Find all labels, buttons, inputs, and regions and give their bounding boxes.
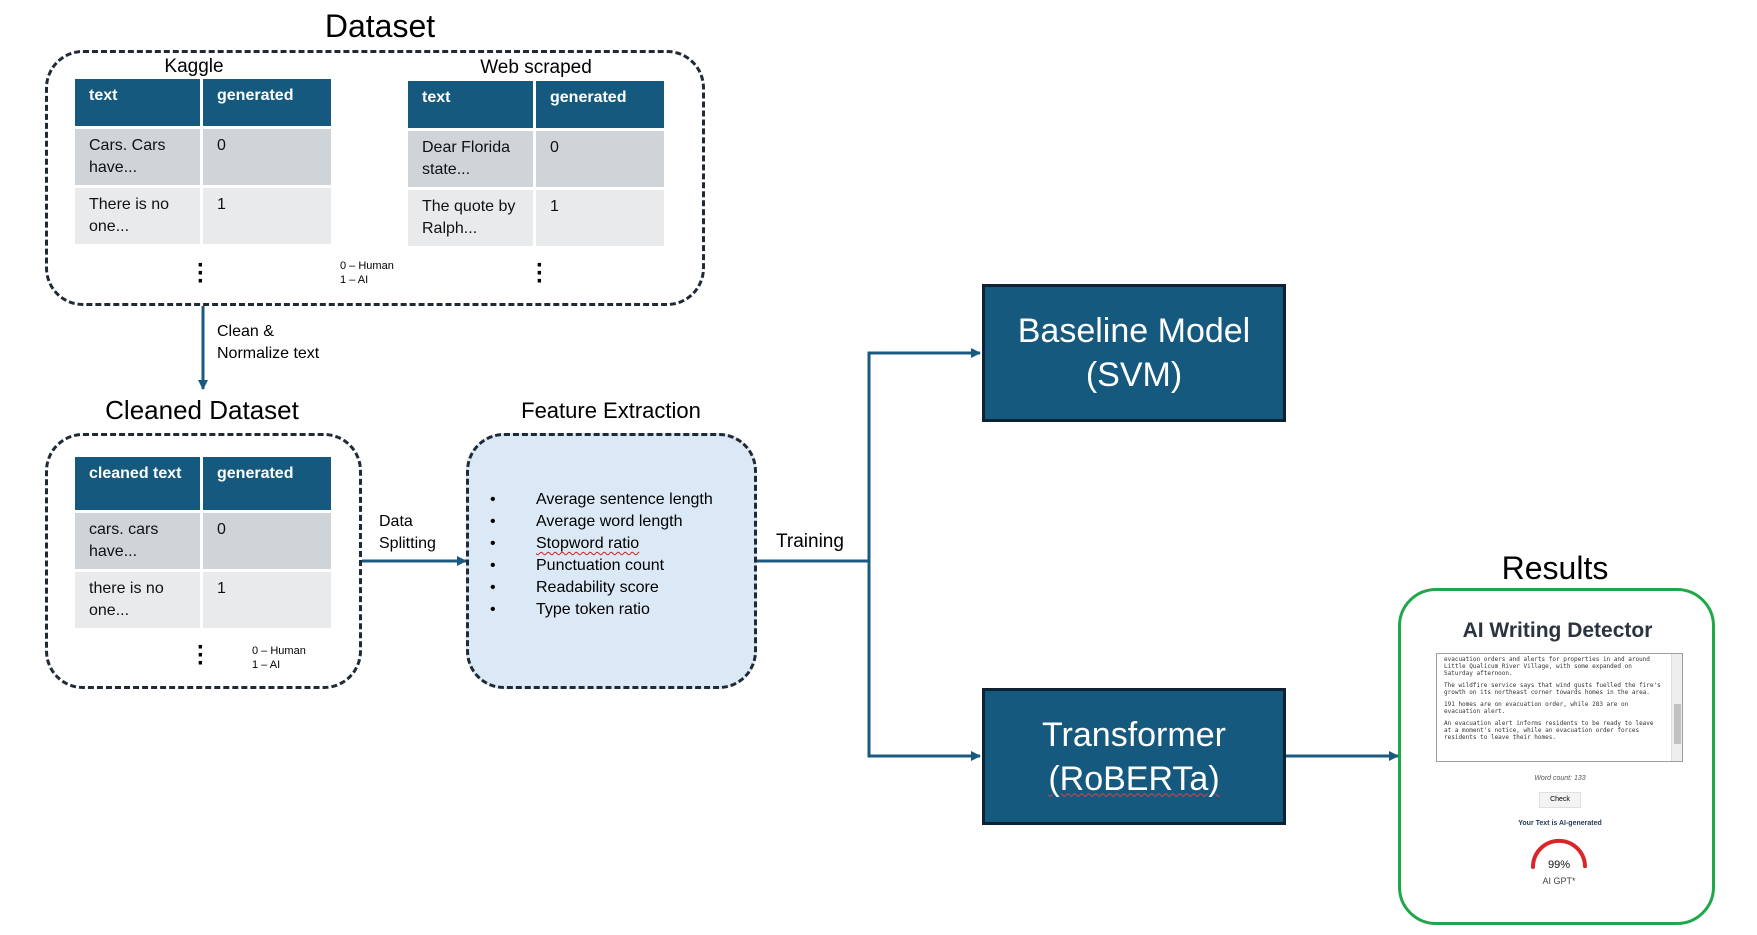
legend-ai: 1 – AI	[340, 274, 369, 286]
cleaned-cell-text: cars. cars have...	[72, 510, 203, 572]
web-ellipsis: ···	[536, 252, 544, 295]
table-row: Dear Florida state... 0	[405, 128, 667, 190]
cleaned-cell-text: there is no one...	[72, 569, 203, 631]
legend-ai: 1 – AI	[252, 659, 281, 671]
kaggle-cell-text: Cars. Cars have...	[72, 126, 203, 188]
split-step-label: Data Splitting	[379, 513, 436, 552]
clean-step-label: Clean & Normalize text	[217, 323, 320, 362]
legend-human: 0 – Human	[340, 260, 394, 272]
arrow-to-transformer	[867, 561, 981, 761]
cleaned-box	[45, 433, 362, 689]
transformer-line1: Transformer	[1042, 715, 1226, 754]
detector-text-input[interactable]: evacuation orders and alerts for propert…	[1436, 653, 1683, 762]
kaggle-table: text generated Cars. Cars have... 0 Ther…	[72, 76, 334, 247]
textarea-scrollbar[interactable]	[1671, 654, 1682, 761]
feature-item: Punctuation count	[490, 555, 713, 577]
features-title: Feature Extraction	[521, 398, 701, 423]
cleaned-cell-generated: 0	[200, 510, 334, 572]
dataset-legend: 0 – Human 1 – AI	[340, 259, 394, 287]
kaggle-label: Kaggle	[164, 56, 224, 77]
detector-paragraph: evacuation orders and alerts for propert…	[1444, 656, 1650, 677]
baseline-line2: (SVM)	[1085, 356, 1183, 394]
textarea-scroll-thumb[interactable]	[1674, 704, 1681, 744]
kaggle-cell-generated: 0	[200, 126, 334, 188]
web-cell-text: The quote by Ralph...	[405, 187, 536, 249]
baseline-line1: Baseline Model	[1017, 312, 1251, 350]
detector-app-title: AI Writing Detector	[1462, 619, 1653, 642]
detector-paragraph: The wildfire service says that wind gust…	[1444, 682, 1661, 696]
detector-paragraph: An evacuation alert informs residents to…	[1444, 720, 1654, 741]
kaggle-header-generated: generated	[200, 76, 334, 129]
legend-human: 0 – Human	[252, 645, 306, 657]
verdict-text: Your Text is AI-generated	[1518, 820, 1602, 827]
table-row: cars. cars have... 0	[72, 510, 334, 572]
feature-item: Stopword ratio	[490, 533, 713, 555]
cleaned-cell-generated: 1	[200, 569, 334, 631]
feature-item: Average word length	[490, 511, 713, 533]
feature-item: Type token ratio	[490, 599, 713, 621]
feature-item: Average sentence length	[490, 489, 713, 511]
web-label: Web scraped	[480, 57, 592, 78]
kaggle-cell-text: There is no one...	[72, 185, 203, 247]
web-header-text: text	[405, 78, 536, 131]
cleaned-table: cleaned text generated cars. cars have..…	[72, 454, 334, 631]
dataset-box	[45, 50, 705, 306]
transformer-line2: (RoBERTa)	[1048, 759, 1220, 798]
web-cell-generated: 1	[533, 187, 667, 249]
cleaned-header-generated: generated	[200, 454, 334, 513]
table-row: The quote by Ralph... 1	[405, 187, 667, 249]
cleaned-ellipsis: ···	[197, 634, 205, 677]
feature-item: Readability score	[490, 577, 713, 599]
web-header-generated: generated	[533, 78, 667, 131]
transformer-model-box: Transformer (RoBERTa)	[982, 688, 1286, 825]
word-count: Word count: 133	[1534, 775, 1586, 782]
kaggle-header-text: text	[72, 76, 203, 129]
cleaned-header-text: cleaned text	[72, 454, 203, 513]
table-row: There is no one... 1	[72, 185, 334, 247]
confidence-percent: 99%	[1547, 859, 1571, 871]
web-table: text generated Dear Florida state... 0 T…	[405, 78, 667, 249]
baseline-model-box: Baseline Model (SVM)	[982, 284, 1286, 422]
table-row: there is no one... 1	[72, 569, 334, 631]
web-cell-text: Dear Florida state...	[405, 128, 536, 190]
cleaned-legend: 0 – Human 1 – AI	[252, 644, 306, 672]
cleaned-title: Cleaned Dataset	[105, 395, 299, 425]
detector-paragraph: 191 homes are on evacuation order, while…	[1444, 701, 1629, 715]
kaggle-cell-generated: 1	[200, 185, 334, 247]
features-list: Average sentence length Average word len…	[490, 489, 713, 621]
check-button[interactable]: Check	[1539, 792, 1581, 808]
training-step-label: Training	[776, 531, 844, 552]
detector-model-label: AI GPT*	[1542, 876, 1576, 886]
dataset-title: Dataset	[324, 8, 436, 44]
arrow-to-baseline	[867, 348, 981, 561]
results-title: Results	[1501, 550, 1609, 586]
confidence-gauge	[1530, 838, 1587, 869]
web-cell-generated: 0	[533, 128, 667, 190]
kaggle-ellipsis: ···	[197, 252, 205, 295]
table-row: Cars. Cars have... 0	[72, 126, 334, 188]
